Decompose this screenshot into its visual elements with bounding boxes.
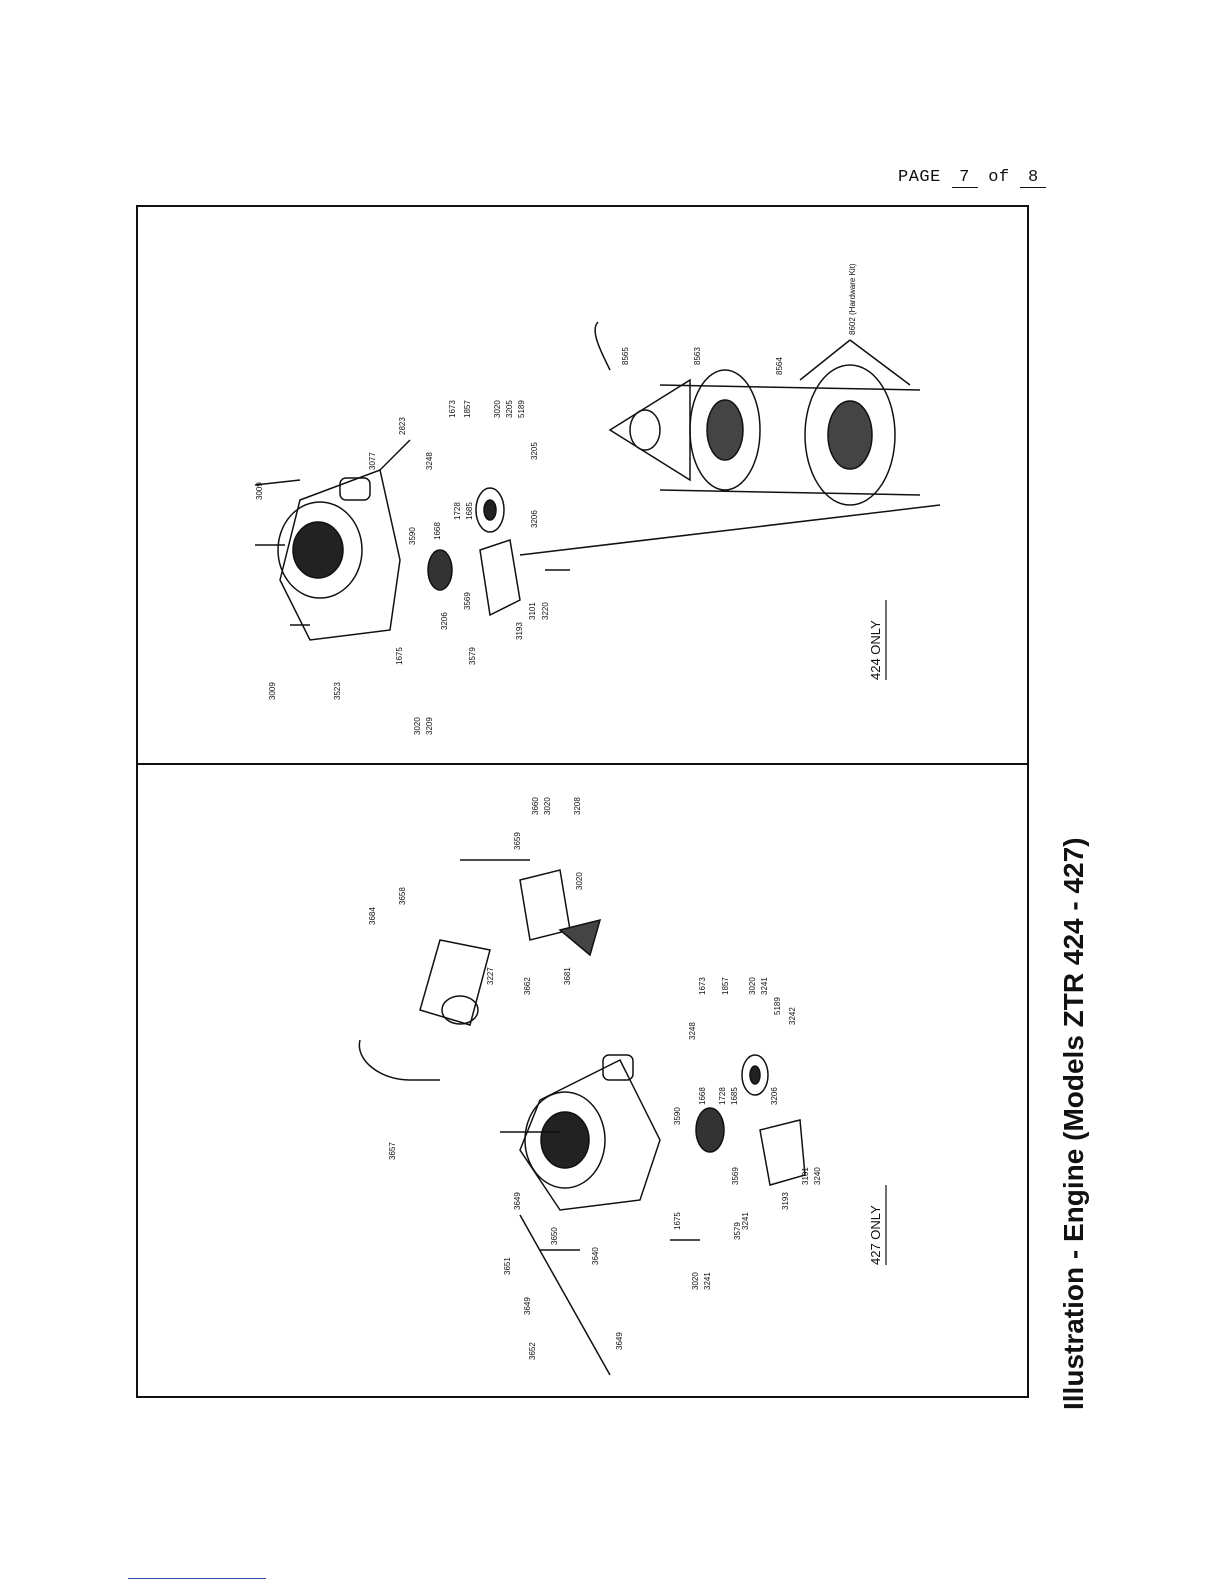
part-label: 3009 [255,482,264,500]
part-label: 3227 [486,967,495,985]
part-label: 1668 [698,1087,707,1105]
part-label: 8602 (Hardware Kit) [848,263,857,335]
part-label: 3579 [468,647,477,665]
part-label: 5189 [773,997,782,1015]
part-label: 3009 [268,682,277,700]
part-label: 3077 [368,452,377,470]
part-label: 3020 [691,1272,700,1290]
page-current: 7 [951,168,978,188]
part-label: 3206 [530,510,539,528]
part-label: 3020 [748,977,757,995]
part-label: 1728 [453,502,462,520]
part-label: 8564 [775,357,784,375]
part-label: 3650 [550,1227,559,1245]
part-label: 3193 [515,622,524,640]
part-label: 3649 [523,1297,532,1315]
part-label: 3020 [493,400,502,418]
part-label: 3660 [531,797,540,815]
part-label: 1685 [465,502,474,520]
part-label: 3241 [741,1212,750,1230]
bottom-panel-labels: 3684 3658 3659 3660 3020 3208 3020 3227 … [368,797,887,1360]
part-label: 3208 [573,797,582,815]
part-label: 3020 [413,717,422,735]
part-label: 3241 [760,977,769,995]
illustration-title: Illustration - Engine (Models ZTR 424 - … [1058,837,1089,1410]
part-label: 1857 [463,400,472,418]
part-label: 2823 [398,417,407,435]
part-label: 3523 [333,682,342,700]
part-label: 3649 [615,1332,624,1350]
part-label: 3569 [463,592,472,610]
part-label: 3209 [425,717,434,735]
panel-divider [136,763,1029,765]
part-label: 3649 [513,1192,522,1210]
part-label: 3242 [788,1007,797,1025]
part-label: 3652 [528,1342,537,1360]
model-note-427: 427 ONLY [868,1205,883,1265]
part-label: 3569 [731,1167,740,1185]
part-label: 5189 [517,400,526,418]
part-label: 3206 [770,1087,779,1105]
part-label: 3205 [505,400,514,418]
part-label: 1675 [673,1212,682,1230]
part-label: 3020 [575,872,584,890]
part-label: 3101 [528,602,537,620]
part-label: 3662 [523,977,532,995]
part-label: 3193 [781,1192,790,1210]
part-label: 3640 [591,1247,600,1265]
part-label: 3659 [513,832,522,850]
part-label: 8563 [693,347,702,365]
bottom-panel-drawing [358,859,806,1376]
part-label: 3658 [398,887,407,905]
part-label: 3241 [703,1272,712,1290]
part-label: 3248 [425,452,434,470]
top-panel-drawing [254,321,941,641]
part-label: 3684 [368,907,377,925]
part-label: 3206 [440,612,449,630]
part-label: 3657 [388,1142,397,1160]
part-label: 1675 [395,647,404,665]
part-label: 3579 [733,1222,742,1240]
model-note-424: 424 ONLY [868,620,883,680]
page-prefix: PAGE [898,168,941,187]
bottom-link-line [128,1578,266,1579]
part-label: 1668 [433,522,442,540]
part-label: 1685 [730,1087,739,1105]
top-panel-labels: 3009 3077 2823 1673 1857 3020 3205 5189 … [255,263,887,735]
page-sep: of [988,168,1010,187]
part-label: 3205 [530,442,539,460]
page-number: PAGE 7 of 8 [898,168,1047,188]
part-label: 3020 [543,797,552,815]
part-label: 3220 [541,602,550,620]
part-label: 1857 [721,977,730,995]
illustration-frame [136,205,1029,1398]
part-label: 3101 [801,1167,810,1185]
part-label: 3681 [563,967,572,985]
part-label: 3248 [688,1022,697,1040]
part-label: 3651 [503,1257,512,1275]
part-label: 1728 [718,1087,727,1105]
part-label: 8565 [621,347,630,365]
page-total: 8 [1020,168,1047,188]
part-label: 3590 [673,1107,682,1125]
part-label: 1673 [698,977,707,995]
part-label: 1673 [448,400,457,418]
part-label: 3240 [813,1167,822,1185]
part-label: 3590 [408,527,417,545]
